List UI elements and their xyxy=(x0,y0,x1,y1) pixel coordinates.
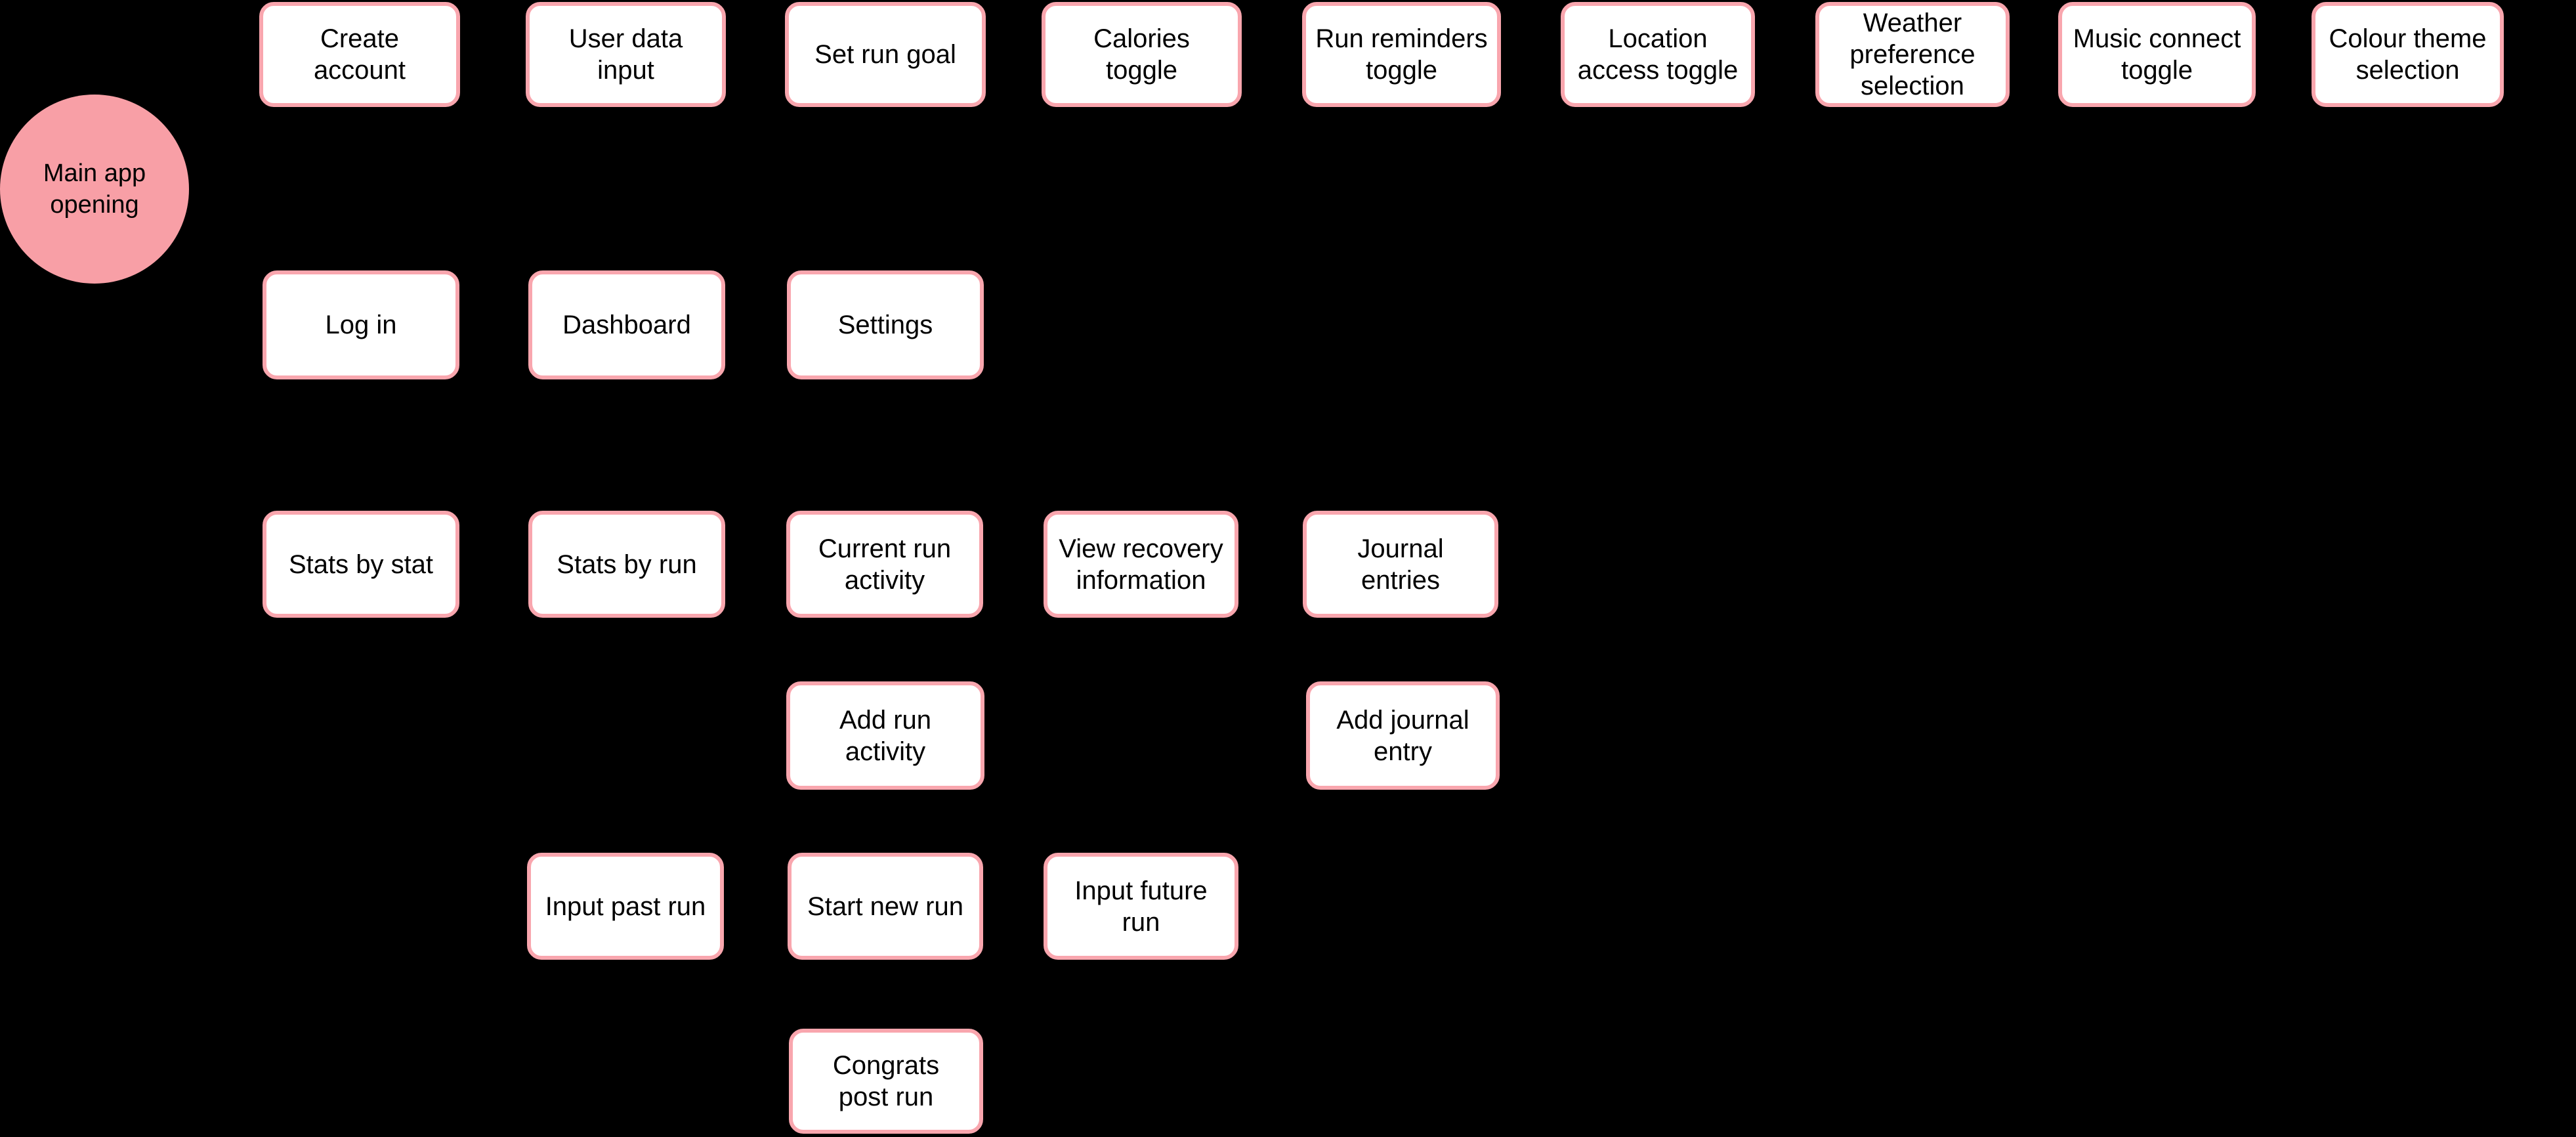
node-calories-toggle[interactable]: Calories toggle xyxy=(1042,2,1242,107)
node-user-data-input[interactable]: User data input xyxy=(526,2,726,107)
node-label: Journal entries xyxy=(1357,534,1444,595)
node-colour-theme-selection[interactable]: Colour theme selection xyxy=(2312,2,2504,107)
node-add-run-activity[interactable]: Add run activity xyxy=(786,681,984,790)
node-dashboard[interactable]: Dashboard xyxy=(528,270,725,379)
node-label: Run reminders toggle xyxy=(1315,24,1488,85)
node-input-future-run[interactable]: Input future run xyxy=(1044,853,1238,960)
node-set-run-goal[interactable]: Set run goal xyxy=(785,2,986,107)
node-label: Add run activity xyxy=(839,705,932,766)
node-weather-preference-selection[interactable]: Weather preference selection xyxy=(1815,2,2010,107)
node-settings[interactable]: Settings xyxy=(787,270,984,379)
node-label: Stats by stat xyxy=(288,549,434,579)
start-node-main-app-opening[interactable]: Main app opening xyxy=(0,95,189,284)
node-label: Dashboard xyxy=(562,311,691,339)
node-label: Weather preference selection xyxy=(1849,9,1975,100)
node-stats-by-stat[interactable]: Stats by stat xyxy=(263,511,459,618)
node-label: Start new run xyxy=(807,891,963,921)
node-congrats-post-run[interactable]: Congrats post run xyxy=(789,1029,983,1134)
node-label: Calories toggle xyxy=(1093,24,1190,85)
node-start-new-run[interactable]: Start new run xyxy=(788,853,983,960)
node-journal-entries[interactable]: Journal entries xyxy=(1303,511,1498,618)
node-label: Colour theme selection xyxy=(2329,24,2487,85)
node-label: Stats by run xyxy=(557,549,697,579)
node-label: Settings xyxy=(837,311,933,339)
node-log-in[interactable]: Log in xyxy=(263,270,459,379)
node-run-reminders-toggle[interactable]: Run reminders toggle xyxy=(1302,2,1501,107)
node-label: Log in xyxy=(325,311,397,339)
node-label: View recovery information xyxy=(1059,534,1223,595)
node-label: User data input xyxy=(568,24,683,85)
node-input-past-run[interactable]: Input past run xyxy=(527,853,724,960)
node-label: Location access toggle xyxy=(1577,24,1739,85)
node-create-account[interactable]: Create account xyxy=(259,2,460,107)
node-label: Current run activity xyxy=(818,534,952,595)
node-label: Input future run xyxy=(1074,876,1208,937)
start-node-label: Main app opening xyxy=(43,160,146,219)
node-label: Input past run xyxy=(545,891,706,921)
node-location-access-toggle[interactable]: Location access toggle xyxy=(1561,2,1755,107)
node-stats-by-run[interactable]: Stats by run xyxy=(528,511,725,618)
node-view-recovery-information[interactable]: View recovery information xyxy=(1044,511,1238,618)
node-label: Music connect toggle xyxy=(2073,24,2241,85)
node-current-run-activity[interactable]: Current run activity xyxy=(786,511,983,618)
node-add-journal-entry[interactable]: Add journal entry xyxy=(1306,681,1500,790)
node-music-connect-toggle[interactable]: Music connect toggle xyxy=(2058,2,2256,107)
node-label: Add journal entry xyxy=(1336,705,1469,766)
node-label: Create account xyxy=(313,24,406,85)
node-label: Congrats post run xyxy=(832,1051,940,1111)
node-label: Set run goal xyxy=(814,40,956,69)
